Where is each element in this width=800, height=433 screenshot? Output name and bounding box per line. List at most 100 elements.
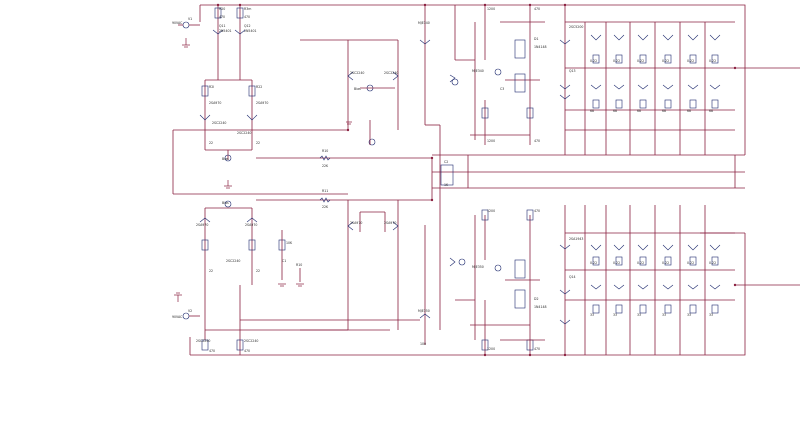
label-1200-a: 1200: [487, 7, 495, 11]
label-22k-a: 22K: [322, 164, 329, 168]
label-68-c: 68: [637, 109, 641, 113]
output-stage-bottom: [559, 205, 735, 355]
label-2n5401-a: 2N5401: [219, 29, 232, 33]
label-mje340: MJE340: [418, 21, 430, 25]
label-source-bottom-ref: V2: [188, 309, 192, 313]
label-470-a: 470: [219, 15, 225, 19]
input-stage: [174, 5, 420, 355]
label-r21: R2I: [209, 85, 214, 89]
label-2sa-c: 2SA970: [196, 223, 208, 227]
label-re-1: 0.22: [590, 59, 597, 63]
label-r11: R11: [322, 189, 328, 193]
label-re-3: 0.22: [637, 59, 644, 63]
label-r10-b: R10: [322, 149, 328, 153]
label-1200-b: 1200: [487, 139, 495, 143]
output-stage-top: [559, 5, 735, 155]
label-2n5401-b: 2N5401: [244, 29, 257, 33]
label-2sc-e: 2SC2240: [244, 339, 258, 343]
label-2sc-d: 2SC2240: [196, 339, 210, 343]
label-2sc-vas-a: 2SC2240: [350, 71, 364, 75]
label-c2: C2: [444, 160, 448, 164]
label-c1: C1: [282, 259, 286, 263]
label-source-top: 90VAC: [172, 21, 183, 25]
label-68-e: 68: [687, 109, 691, 113]
label-re-7: 0.22: [590, 261, 597, 265]
label-22k-b: 22K: [322, 205, 329, 209]
label-1n4148-b: 1N4148: [534, 305, 547, 309]
label-2sa-vas-b: 2SA970: [384, 221, 396, 225]
label-q12: Q12: [244, 24, 251, 28]
label-470-b: 470: [244, 15, 250, 19]
label-470-e: 470: [534, 7, 540, 11]
label-1k: 1K: [444, 183, 449, 187]
component-labels: 90VAC V1 90VAC V2 R20 R3m 470 470 Q11 Q1…: [172, 7, 716, 353]
driver-stage: [419, 5, 530, 345]
label-re-5: 0.22: [687, 59, 694, 63]
label-33-e: 33: [687, 313, 691, 317]
label-re-9: 0.22: [637, 261, 644, 265]
label-re-12: 0.22: [709, 261, 716, 265]
label-470-f: 470: [534, 139, 540, 143]
label-1200-d: 1200: [487, 347, 495, 351]
label-10k: 10K: [286, 241, 293, 245]
label-re-2: 0.22: [613, 59, 620, 63]
label-bias-bottom: Bias: [222, 201, 229, 205]
label-re-11: 0.22: [687, 261, 694, 265]
label-r10: R10: [296, 263, 302, 267]
label-q13: Q13: [569, 69, 576, 73]
label-c3: C3: [500, 87, 504, 91]
label-r22: R22: [256, 85, 262, 89]
label-re-6: 0.22: [709, 59, 716, 63]
label-1n4148-a: 1N4148: [534, 45, 547, 49]
label-100: 100: [420, 342, 426, 346]
label-source-top-ref: V1: [188, 17, 192, 21]
label-2sa-b: 2SA970: [256, 101, 268, 105]
label-2sc5200: 2SC5200: [569, 25, 583, 29]
label-mje-pre-a: MJE340: [472, 69, 484, 73]
label-2sa-vas-a: 2SA970: [350, 221, 362, 225]
label-68-f: 68: [709, 109, 713, 113]
vas-stage: [300, 39, 399, 331]
label-33-f: 33: [709, 313, 713, 317]
label-r20: R20: [219, 7, 225, 11]
label-source-bottom: 90VAC: [172, 315, 183, 319]
label-q11: Q11: [219, 24, 226, 28]
label-33-c: 33: [637, 313, 641, 317]
label-bias-vas: Bias: [354, 87, 361, 91]
label-2sa-d: 2SA970: [245, 223, 257, 227]
label-re-8: 0.22: [613, 261, 620, 265]
label-33-b: 33: [613, 313, 617, 317]
label-68-a: 68: [590, 109, 594, 113]
label-22-d: 22: [256, 269, 260, 273]
label-33-d: 33: [662, 313, 666, 317]
label-mje350: MJE350: [418, 309, 430, 313]
label-d2: D2: [534, 297, 538, 301]
label-d1: D1: [534, 37, 538, 41]
junction-dots: [216, 3, 737, 357]
label-22-b: 22: [256, 141, 260, 145]
label-68-b: 68: [613, 109, 617, 113]
label-bias-top: Bias: [222, 157, 229, 161]
label-re-4: 0.22: [662, 59, 669, 63]
label-q14: Q14: [569, 275, 576, 279]
label-2sa-a: 2SA970: [209, 101, 221, 105]
power-rails: [172, 4, 800, 356]
label-2sc-a: 2SC2240: [212, 121, 226, 125]
label-2sc-vas-b: 2SC2240: [384, 71, 398, 75]
label-68-d: 68: [662, 109, 666, 113]
label-33-a: 33: [590, 313, 594, 317]
label-470-d: 470: [244, 349, 250, 353]
predriver-stage: [481, 5, 545, 355]
label-re-10: 0.22: [662, 261, 669, 265]
label-470-g: 470: [534, 209, 540, 213]
label-22-c: 22: [209, 269, 213, 273]
label-mje-pre-b: MJE350: [472, 265, 484, 269]
label-470-c: 470: [209, 349, 215, 353]
label-2sc-c: 2SC2240: [226, 259, 240, 263]
label-2sc-b: 2SC2240: [237, 131, 251, 135]
label-r3m: R3m: [244, 7, 251, 11]
label-470-h: 470: [534, 347, 540, 351]
label-1200-c: 1200: [487, 209, 495, 213]
